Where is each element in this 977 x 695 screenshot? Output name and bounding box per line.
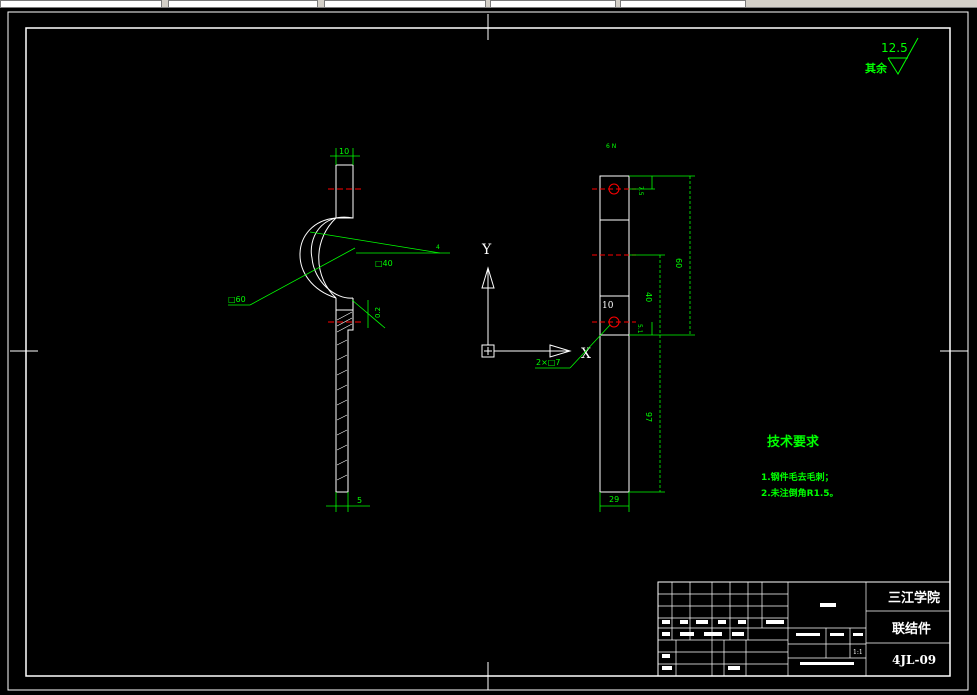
tech-title: 技术要求 bbox=[767, 434, 820, 450]
dim-side-width: 29 bbox=[609, 495, 619, 504]
hole-label: 2×□7 bbox=[536, 358, 560, 367]
dim-side-box: 10 bbox=[602, 301, 614, 311]
toolbar-combo-1[interactable] bbox=[0, 0, 162, 8]
tb-part-name: 联结件 bbox=[892, 621, 931, 637]
dim-side-top-small: 7.5 bbox=[637, 186, 644, 196]
toolbar-combo-4[interactable] bbox=[490, 0, 616, 8]
front-view: 10 5 □60 □40 4 0.2 bbox=[228, 147, 450, 512]
ucs-icon bbox=[481, 266, 572, 358]
toolbar-combo-2[interactable] bbox=[168, 0, 318, 8]
tb-school: 三江学院 bbox=[888, 590, 940, 606]
dim-side-small2: 5.1 bbox=[636, 324, 643, 334]
dim-front-bottom: 5 bbox=[357, 496, 362, 505]
toolbar-combo-5[interactable] bbox=[620, 0, 746, 8]
tb-drawing-no: 4JL-09 bbox=[892, 653, 936, 667]
tech-requirements: 技术要求 1.钢件毛去毛刺； 2.未注倒角R1.5。 bbox=[761, 434, 839, 499]
side-view: 6 N 7.5 60 40 10 5.1 97 29 2×□7 bbox=[535, 143, 695, 512]
title-block: 三江学院 联结件 4JL-09 1:1 bbox=[657, 581, 951, 677]
tech-item-1: 1.钢件毛去毛刺； bbox=[761, 471, 834, 483]
centering-marks bbox=[10, 14, 968, 690]
dim-front-dia-left: □60 bbox=[228, 295, 246, 304]
roughness-symbol: 12.5 其余 bbox=[865, 37, 919, 75]
dim-front-angle: 0.2 bbox=[374, 307, 382, 318]
side-top-label: 6 N bbox=[606, 143, 616, 150]
ucs-y-label: Y bbox=[481, 242, 492, 258]
dim-side-lower: 97 bbox=[644, 412, 653, 422]
tech-item-2: 2.未注倒角R1.5。 bbox=[761, 487, 839, 499]
toolbar-combo-3[interactable] bbox=[324, 0, 486, 8]
toolbar-strip bbox=[0, 0, 977, 8]
roughness-label: 其余 bbox=[865, 61, 888, 75]
dim-front-small: 4 bbox=[436, 244, 440, 251]
ucs-x-label: X bbox=[581, 346, 591, 362]
roughness-value: 12.5 bbox=[881, 41, 908, 55]
dim-side-mid: 40 bbox=[644, 292, 653, 302]
dim-front-dia-right: □40 bbox=[375, 259, 393, 268]
dim-side-overall: 60 bbox=[674, 258, 683, 268]
dim-front-top: 10 bbox=[339, 147, 349, 156]
tb-scale: 1:1 bbox=[853, 649, 863, 656]
